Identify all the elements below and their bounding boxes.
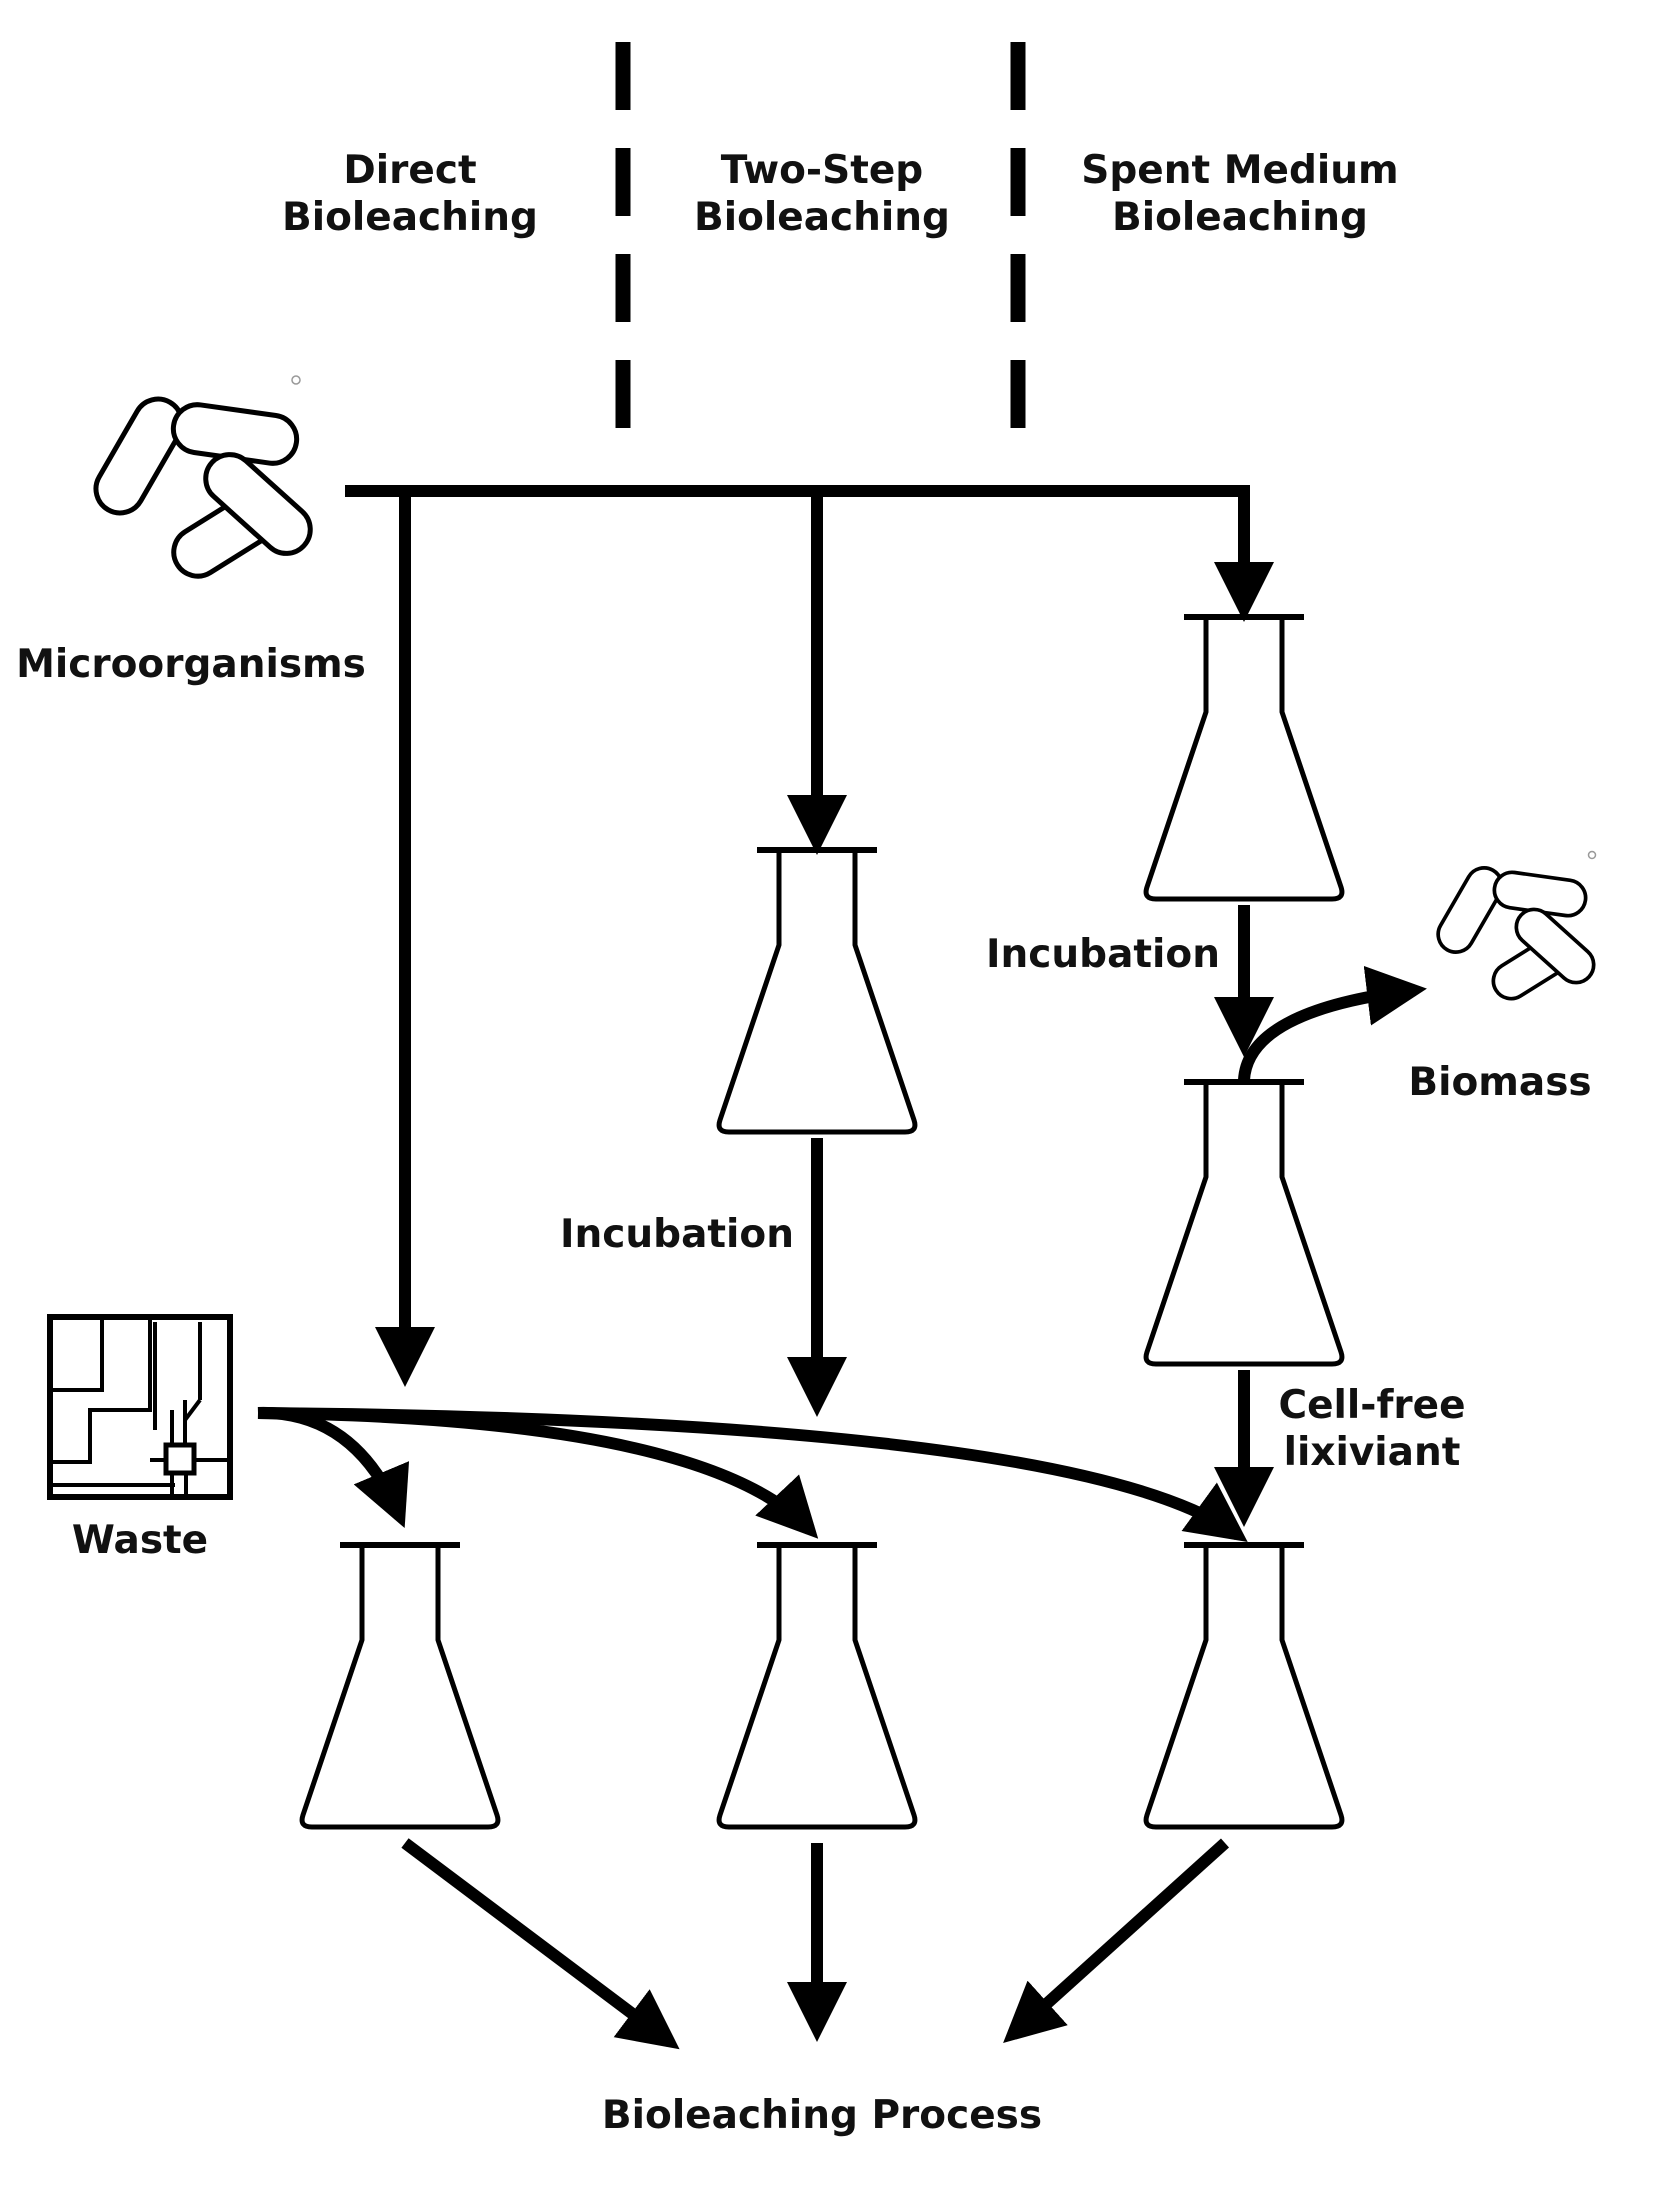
- output-arrows: [401, 1838, 1230, 2050]
- flask-icon: [719, 1545, 915, 1827]
- circuit-board-icon: [47, 1314, 233, 1500]
- flask-icon: [1146, 617, 1342, 899]
- microorganisms-label: Microorganisms: [16, 642, 366, 687]
- column-heading-direct: Direct Bioleaching: [282, 148, 538, 242]
- heading-line: Bioleaching: [282, 194, 538, 240]
- flask-icon: [302, 1545, 498, 1827]
- label-line: lixiviant: [1283, 1429, 1461, 1475]
- column-heading-spent-medium: Spent Medium Bioleaching: [1081, 148, 1398, 242]
- column-heading-two-step: Two-Step Bioleaching: [694, 148, 950, 242]
- incubation-label-spent: Incubation: [986, 932, 1220, 977]
- flask-icon: [1146, 1082, 1342, 1364]
- incubation-label-two-step: Incubation: [560, 1212, 794, 1257]
- flask-icon: [1146, 1545, 1342, 1827]
- distribution-arrows: [345, 485, 1274, 1387]
- heading-line: Direct: [343, 148, 477, 193]
- waste-label: Waste: [71, 1518, 209, 1563]
- cell-free-lixiviant-label: Cell-free lixiviant: [1278, 1383, 1465, 1477]
- heading-line: Two-Step: [720, 148, 924, 193]
- bacteria-icon: [87, 375, 320, 585]
- heading-line: Bioleaching: [1112, 194, 1368, 240]
- biomass-label: Biomass: [1408, 1060, 1592, 1105]
- flask-icon: [719, 850, 915, 1132]
- bioleaching-process-label: Bioleaching Process: [601, 2093, 1043, 2138]
- label-line: Cell-free: [1278, 1383, 1466, 1428]
- heading-line: Spent Medium: [1081, 148, 1399, 193]
- heading-line: Bioleaching: [694, 194, 950, 240]
- bacteria-icon: [1429, 850, 1603, 1008]
- waste-arrows: [257, 1406, 1248, 1543]
